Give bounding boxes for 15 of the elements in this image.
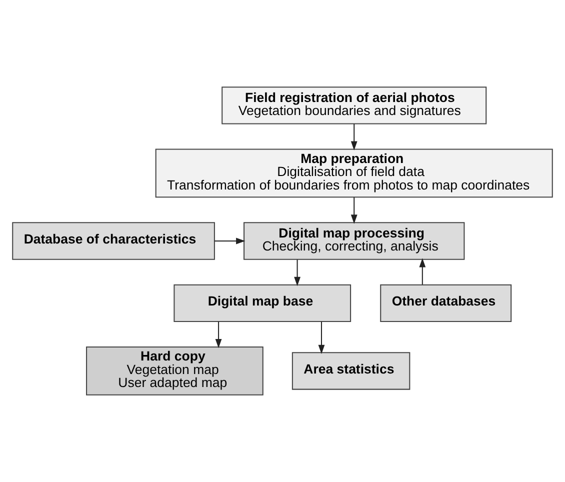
arrow [214, 238, 246, 244]
node-box: Database of characteristics [12, 222, 215, 260]
node-box: Map preparation Digitalisation of field data Transformation of boundaries from photos to map coordinates [155, 148, 553, 198]
node-box: Digital map processing Checking, correcting, analysis [244, 222, 465, 260]
node-box: Field registration of aerial photos Vegetation boundaries and signatures [222, 86, 487, 124]
arrow [419, 258, 426, 285]
node-box: Digital map base [174, 284, 352, 322]
node-box: Other databases [380, 284, 512, 322]
node-box: Area statistics [292, 352, 410, 390]
arrow [215, 322, 222, 348]
arrow [318, 322, 325, 354]
node-box: Hard copy Vegetation map User adapted map [86, 346, 264, 396]
arrow [350, 197, 358, 224]
arrow [294, 260, 300, 286]
arrow [350, 124, 358, 150]
